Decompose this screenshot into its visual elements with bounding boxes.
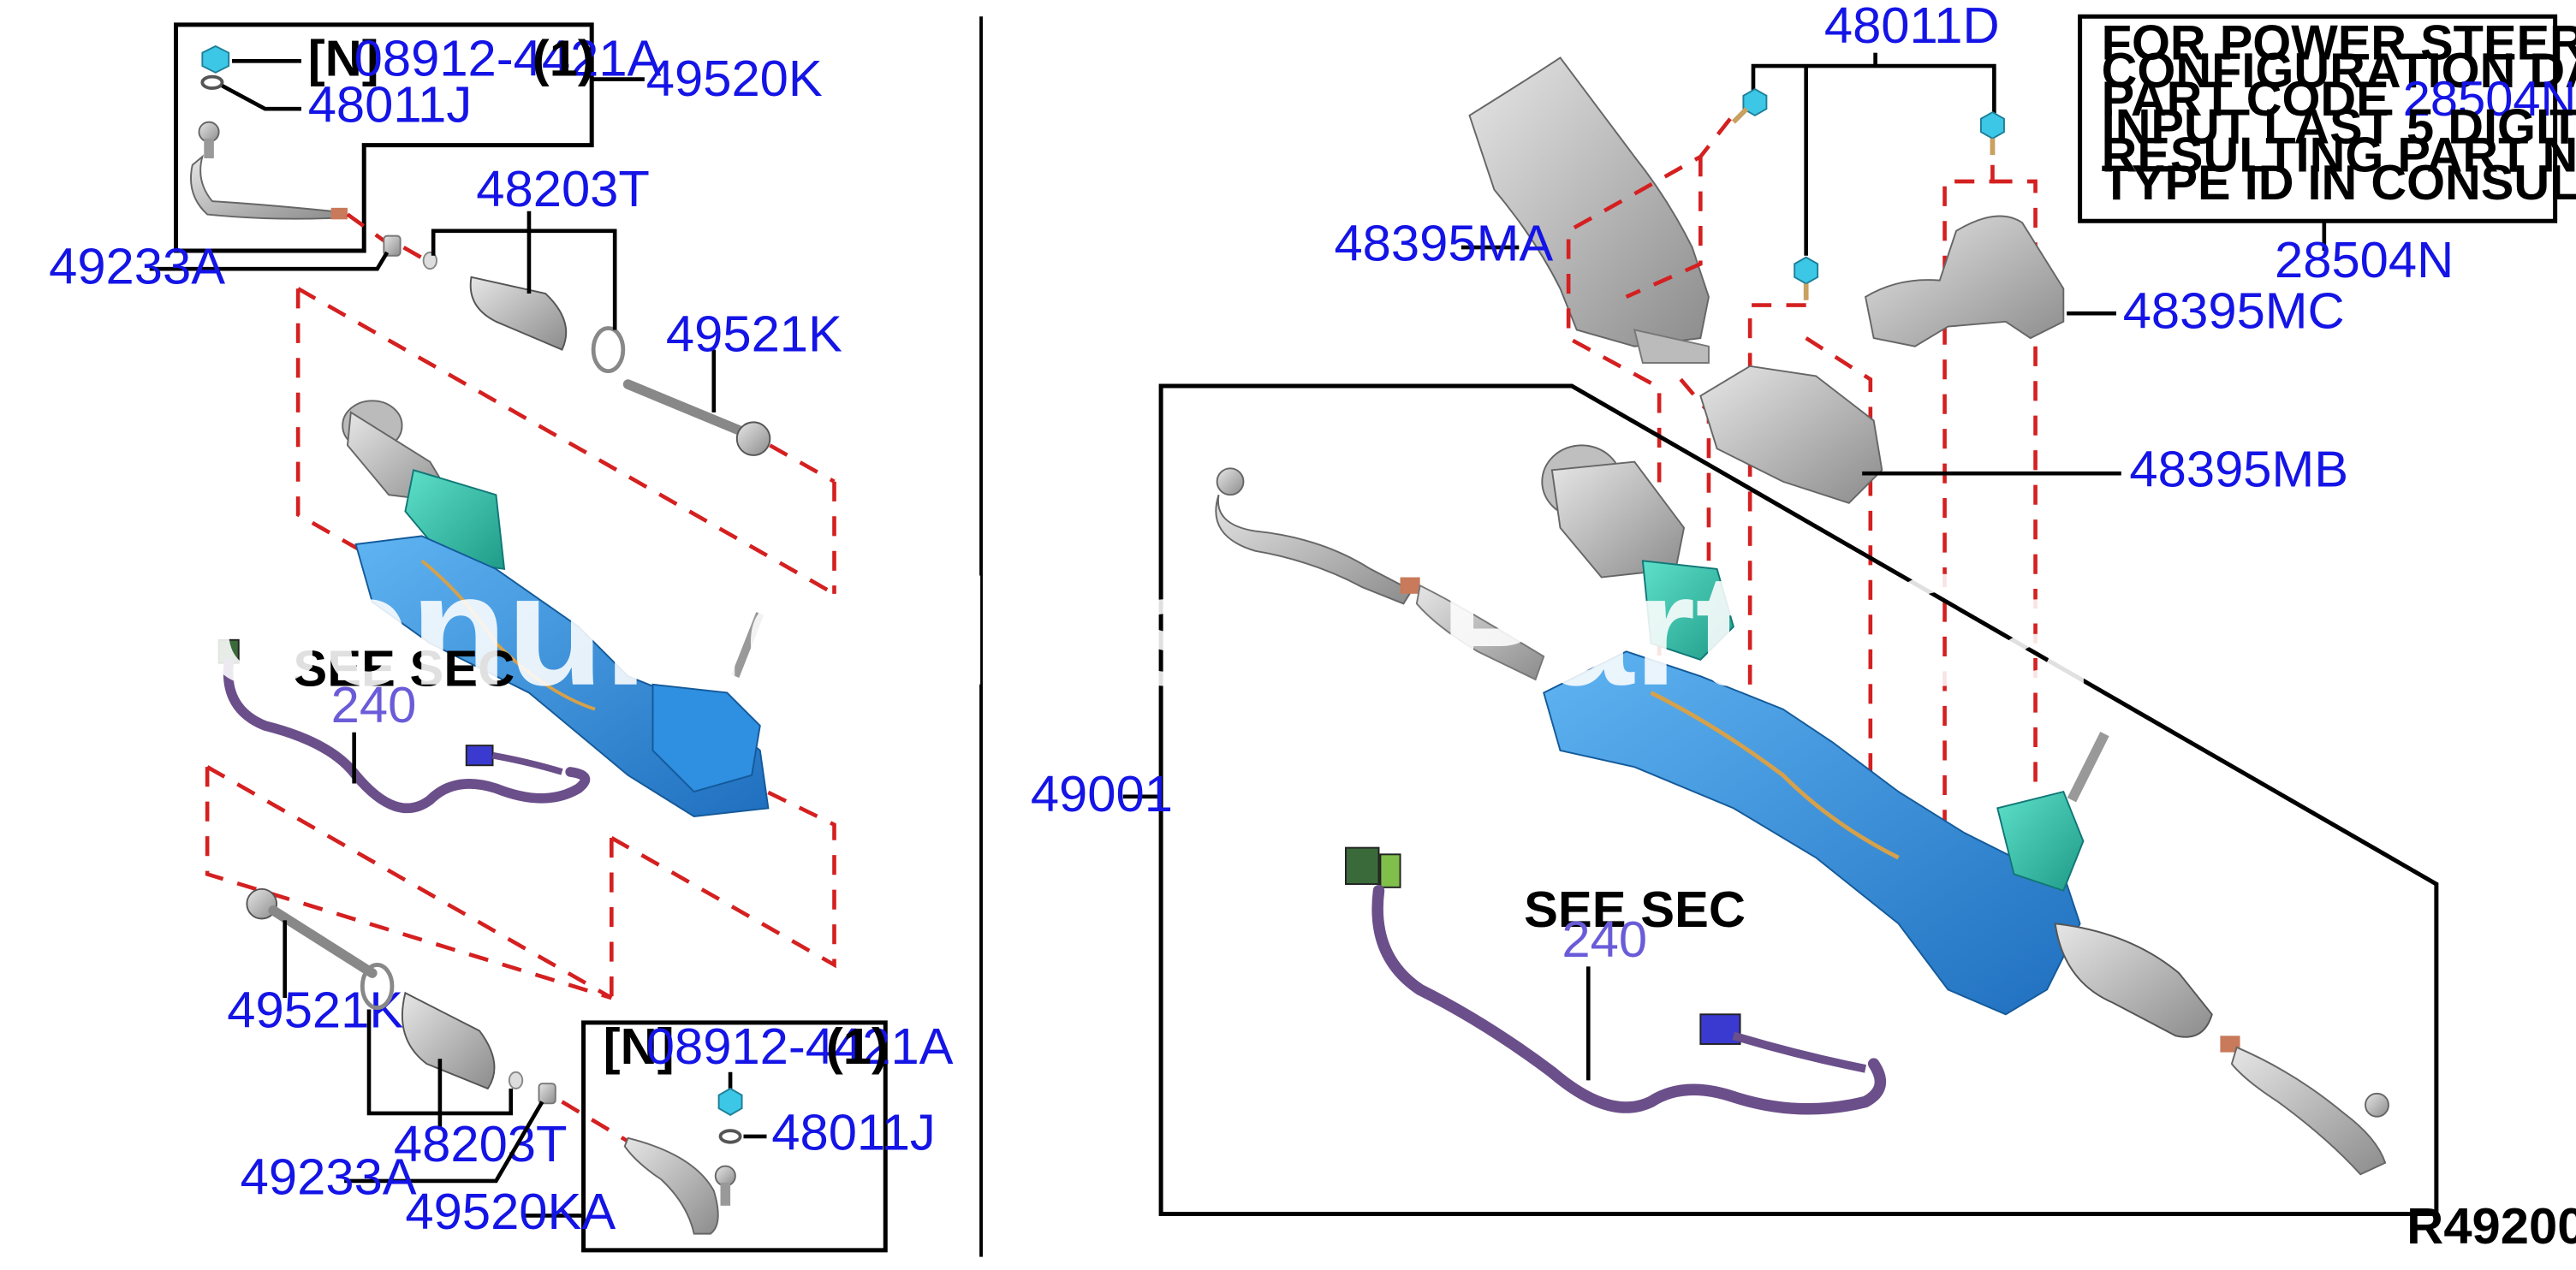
see-sec-number-left[interactable]: 240 (331, 676, 417, 733)
heat-shield-mb-label[interactable]: 48395MB (2129, 441, 2348, 498)
tie-rod-end-box-bottom (581, 1020, 888, 1253)
washer-part-label-bottom[interactable]: 48011J (771, 1103, 936, 1160)
boot-icon-bottom (360, 963, 524, 1090)
illustration-id: R492003P (2406, 1197, 2576, 1255)
bolt-icon-3 (1794, 256, 1819, 285)
left-top-tie-rod-group: [N] 08912-4421A (1) 48011J 49520K 49233A (49, 22, 842, 484)
washer-icon (200, 74, 224, 91)
bolt-part-label[interactable]: 48011D (1824, 0, 2000, 54)
tie-rod-end-part-label[interactable]: 49520K (646, 50, 823, 107)
lock-nut-part-label-bottom[interactable]: 49233A (241, 1148, 417, 1205)
config-part-label[interactable]: 28504N (2275, 231, 2454, 288)
inner-socket-icon (622, 379, 771, 456)
nut-part-label-bottom[interactable]: 08912-4421A (646, 1018, 954, 1075)
gear-housing-icon (1543, 650, 2081, 1016)
left-bottom-tie-rod-group: 49521K 48203T 49233A 49520KA [N] 08912-4… (227, 887, 954, 1253)
left-steering-gear-icon (342, 400, 770, 817)
gear-assembly-frame (1158, 383, 2439, 1216)
boot-part-label-bottom[interactable]: 48203T (394, 1115, 568, 1172)
gear-assembly-group: 49001 (1031, 383, 2439, 1216)
lock-nut-part-label[interactable]: 49233A (49, 237, 225, 294)
tie-rod-end-part-label-bottom[interactable]: 49520KA (405, 1183, 616, 1240)
gear-assy-part-label[interactable]: 49001 (1031, 765, 1173, 822)
heat-shield-mb-icon (1699, 365, 1883, 504)
tie-rod-end-icon (190, 121, 348, 220)
inner-socket-part-label[interactable]: 49521K (666, 306, 842, 363)
config-note-box (2078, 14, 2558, 223)
see-sec-label-right: SEE SEC (1524, 881, 1746, 938)
lock-nut-icon-bottom (538, 1083, 556, 1105)
washer-part-label[interactable]: 48011J (308, 76, 473, 134)
note-line-3-code[interactable]: 28504N (2403, 72, 2576, 127)
note-line-3-prefix: PART CODE (2102, 72, 2403, 127)
boot-icon (422, 251, 626, 374)
nut-qty-label-bottom: (1) (826, 1018, 889, 1075)
inner-socket-icon-bottom (246, 887, 378, 978)
bolt-icon-2 (1979, 110, 2005, 140)
note-line-1: FOR POWER STEERING GEAR (2102, 15, 2576, 70)
note-line-4: INPUT LAST 5 DIGITS OF (2102, 100, 2576, 155)
nut-qty-label: (1) (532, 30, 595, 87)
heat-shield-mc-icon (1864, 215, 2065, 347)
note-line-5: RESULTING PART NUMBER AS (2102, 128, 2576, 182)
washer-icon-bottom (718, 1129, 742, 1144)
lock-nut-icon (383, 234, 402, 257)
see-sec-label-left: SEE SEC (293, 640, 515, 697)
note-line-6: TYPE ID IN CONSULT-III PLUS (2102, 156, 2576, 211)
nut-icon-bottom (717, 1087, 743, 1116)
tie-rod-end-box (174, 22, 594, 253)
config-note: FOR POWER STEERING GEAR CONFIGURATION DA… (2078, 14, 2576, 288)
right-heat-shield-group: 48011D 48395MA 48395MC 48395MB (1334, 0, 2348, 841)
note-line-2: CONFIGURATION DATA SELECT (2102, 44, 2576, 98)
heat-shield-mc-label[interactable]: 48395MC (2123, 282, 2345, 340)
left-harness-icon (217, 638, 591, 814)
right-harness-icon (1344, 846, 1887, 1115)
note-line-3: PART CODE 28504N (2102, 72, 2576, 127)
nut-prefix-label: [N] (308, 30, 379, 87)
inner-socket-part-label-bottom[interactable]: 49521K (227, 982, 403, 1039)
boot-part-label[interactable]: 48203T (476, 160, 650, 217)
nut-icon (201, 45, 230, 74)
see-sec-number-right[interactable]: 240 (1562, 911, 1647, 968)
watermark-text: Genuine Nissan Parts Catalog Preview (199, 543, 2576, 719)
tie-rod-end-icon-bottom (623, 1136, 736, 1235)
heat-shield-ma-icon (1468, 56, 1710, 347)
nut-prefix-label-bottom: [N] (604, 1018, 675, 1075)
heat-shield-ma-label[interactable]: 48395MA (1334, 215, 1553, 272)
